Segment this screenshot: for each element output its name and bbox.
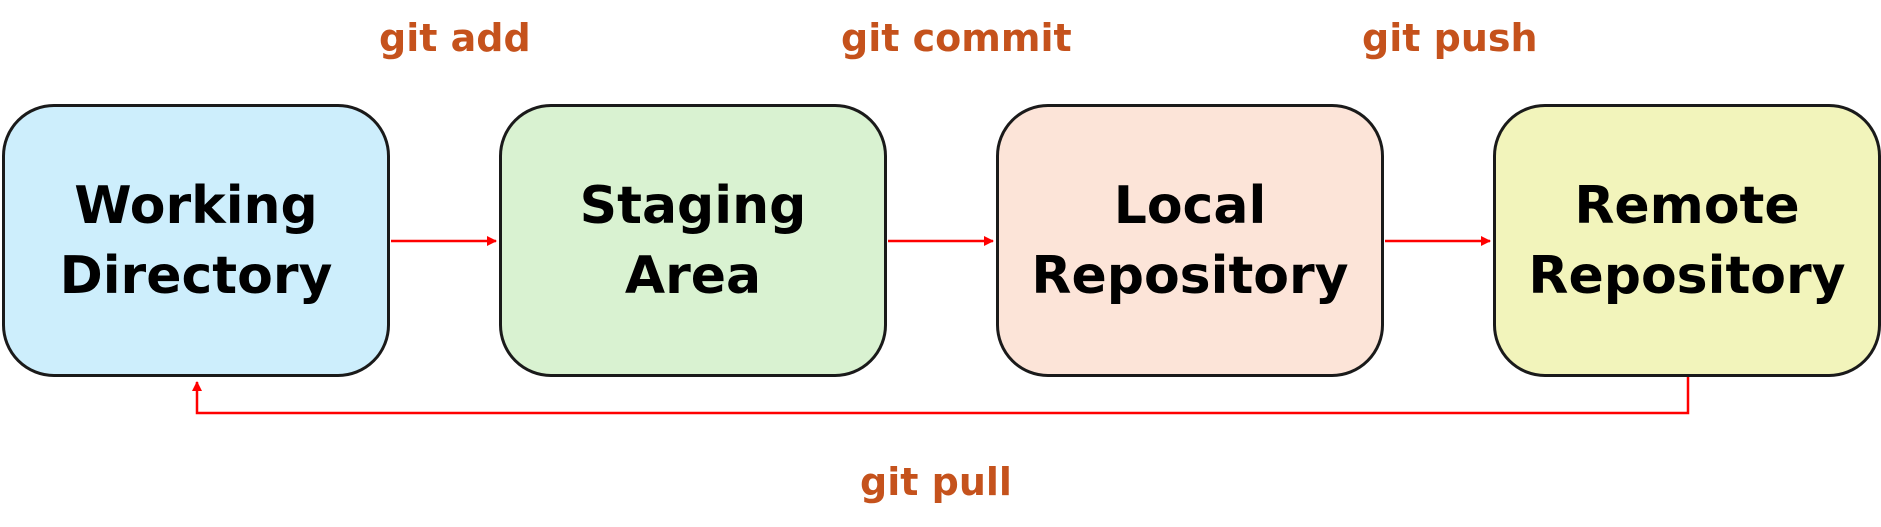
local-repository-label-line1: Local — [1113, 175, 1267, 236]
local-repository-box: Local Repository — [996, 104, 1384, 377]
git-add-label: git add — [379, 16, 531, 60]
staging-area-label-line1: Staging — [579, 175, 807, 236]
working-directory-box: Working Directory — [2, 104, 390, 377]
git-commit-label: git commit — [841, 16, 1072, 60]
local-repository-label-line2: Repository — [1031, 245, 1349, 306]
working-directory-label-line1: Working — [74, 175, 318, 236]
git-push-label: git push — [1362, 16, 1538, 60]
remote-repository-label-line1: Remote — [1574, 175, 1800, 236]
staging-area-label-line2: Area — [624, 245, 762, 306]
staging-area-box: Staging Area — [499, 104, 887, 377]
git-pull-label: git pull — [860, 460, 1012, 504]
arrow-pull — [192, 377, 1690, 415]
remote-repository-box: Remote Repository — [1493, 104, 1881, 377]
remote-repository-label-line2: Repository — [1528, 245, 1846, 306]
working-directory-label-line2: Directory — [59, 245, 333, 306]
